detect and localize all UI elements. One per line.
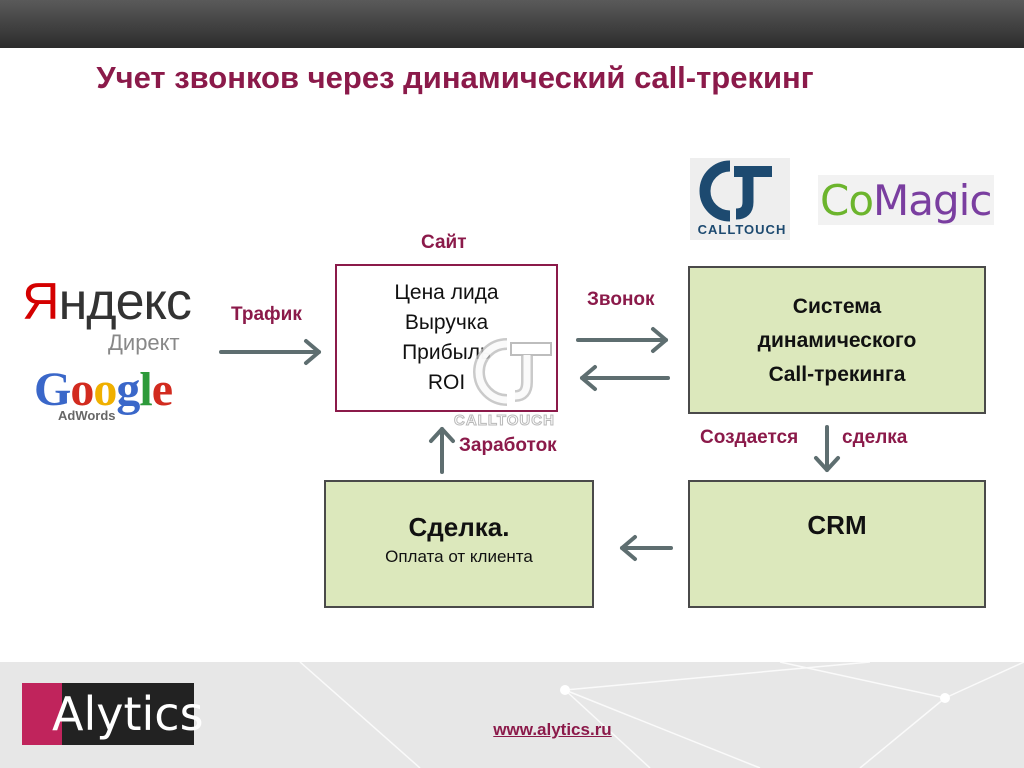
adwords-label: AdWords <box>58 408 116 423</box>
calltouch-icon <box>699 160 772 222</box>
page-title: Учет звонков через динамический call-тре… <box>96 60 814 95</box>
call-label: Звонок <box>587 289 655 310</box>
site-box: Цена лида Выручка Прибыль ROI <box>335 264 558 412</box>
calltouch-watermark-label: CALLTOUCH <box>454 412 555 430</box>
site-metric-roi: ROI <box>427 371 466 394</box>
site-label: Сайт <box>421 232 467 253</box>
system-line-3: Call-трекинга <box>768 363 906 386</box>
crm-box: CRM <box>688 480 986 608</box>
alytics-logo-mark <box>22 683 62 745</box>
site-metric-profit: Прибыль <box>402 341 491 364</box>
system-line-1: Система <box>792 295 882 318</box>
calltouch-logo <box>690 158 790 240</box>
created-label: Создается <box>700 427 799 448</box>
traffic-arrow-icon <box>219 339 321 365</box>
footer-network-decoration <box>299 662 1024 768</box>
footer-website-link[interactable]: www.alytics.ru <box>493 720 612 739</box>
deal-label: сделка <box>842 427 908 448</box>
yandex-logo: Яндекс <box>22 273 192 331</box>
deal-box: Сделка. Оплата от клиента <box>324 480 594 608</box>
calltouch-label: CALLTOUCH <box>697 222 787 237</box>
site-metric-lead-price: Цена лида <box>394 281 499 304</box>
deal-created-arrow-icon <box>814 425 840 472</box>
crm-to-deal-arrow-icon <box>620 535 673 561</box>
comagic-logo-bg <box>818 175 994 225</box>
comagic-logo: CoMagic <box>820 176 992 225</box>
earnings-label: Заработок <box>459 435 557 456</box>
yandex-direct-label: Директ <box>108 330 180 355</box>
calltouch-watermark-icon <box>473 338 552 406</box>
google-logo: Google <box>34 363 173 416</box>
alytics-logo-text: Alytics <box>52 687 204 741</box>
traffic-label: Трафик <box>231 304 302 325</box>
deal-title: Сделка. <box>408 512 510 542</box>
earnings-arrow-icon <box>429 427 455 474</box>
system-line-2: динамического <box>757 329 917 352</box>
call-arrow-icon <box>576 327 668 353</box>
call-tracking-system-box: Система динамического Call-трекинга <box>688 266 986 414</box>
top-bar <box>0 0 1024 48</box>
return-arrow-icon <box>580 365 670 391</box>
site-metric-revenue: Выручка <box>404 311 489 334</box>
deal-subtitle: Оплата от клиента <box>385 547 533 566</box>
